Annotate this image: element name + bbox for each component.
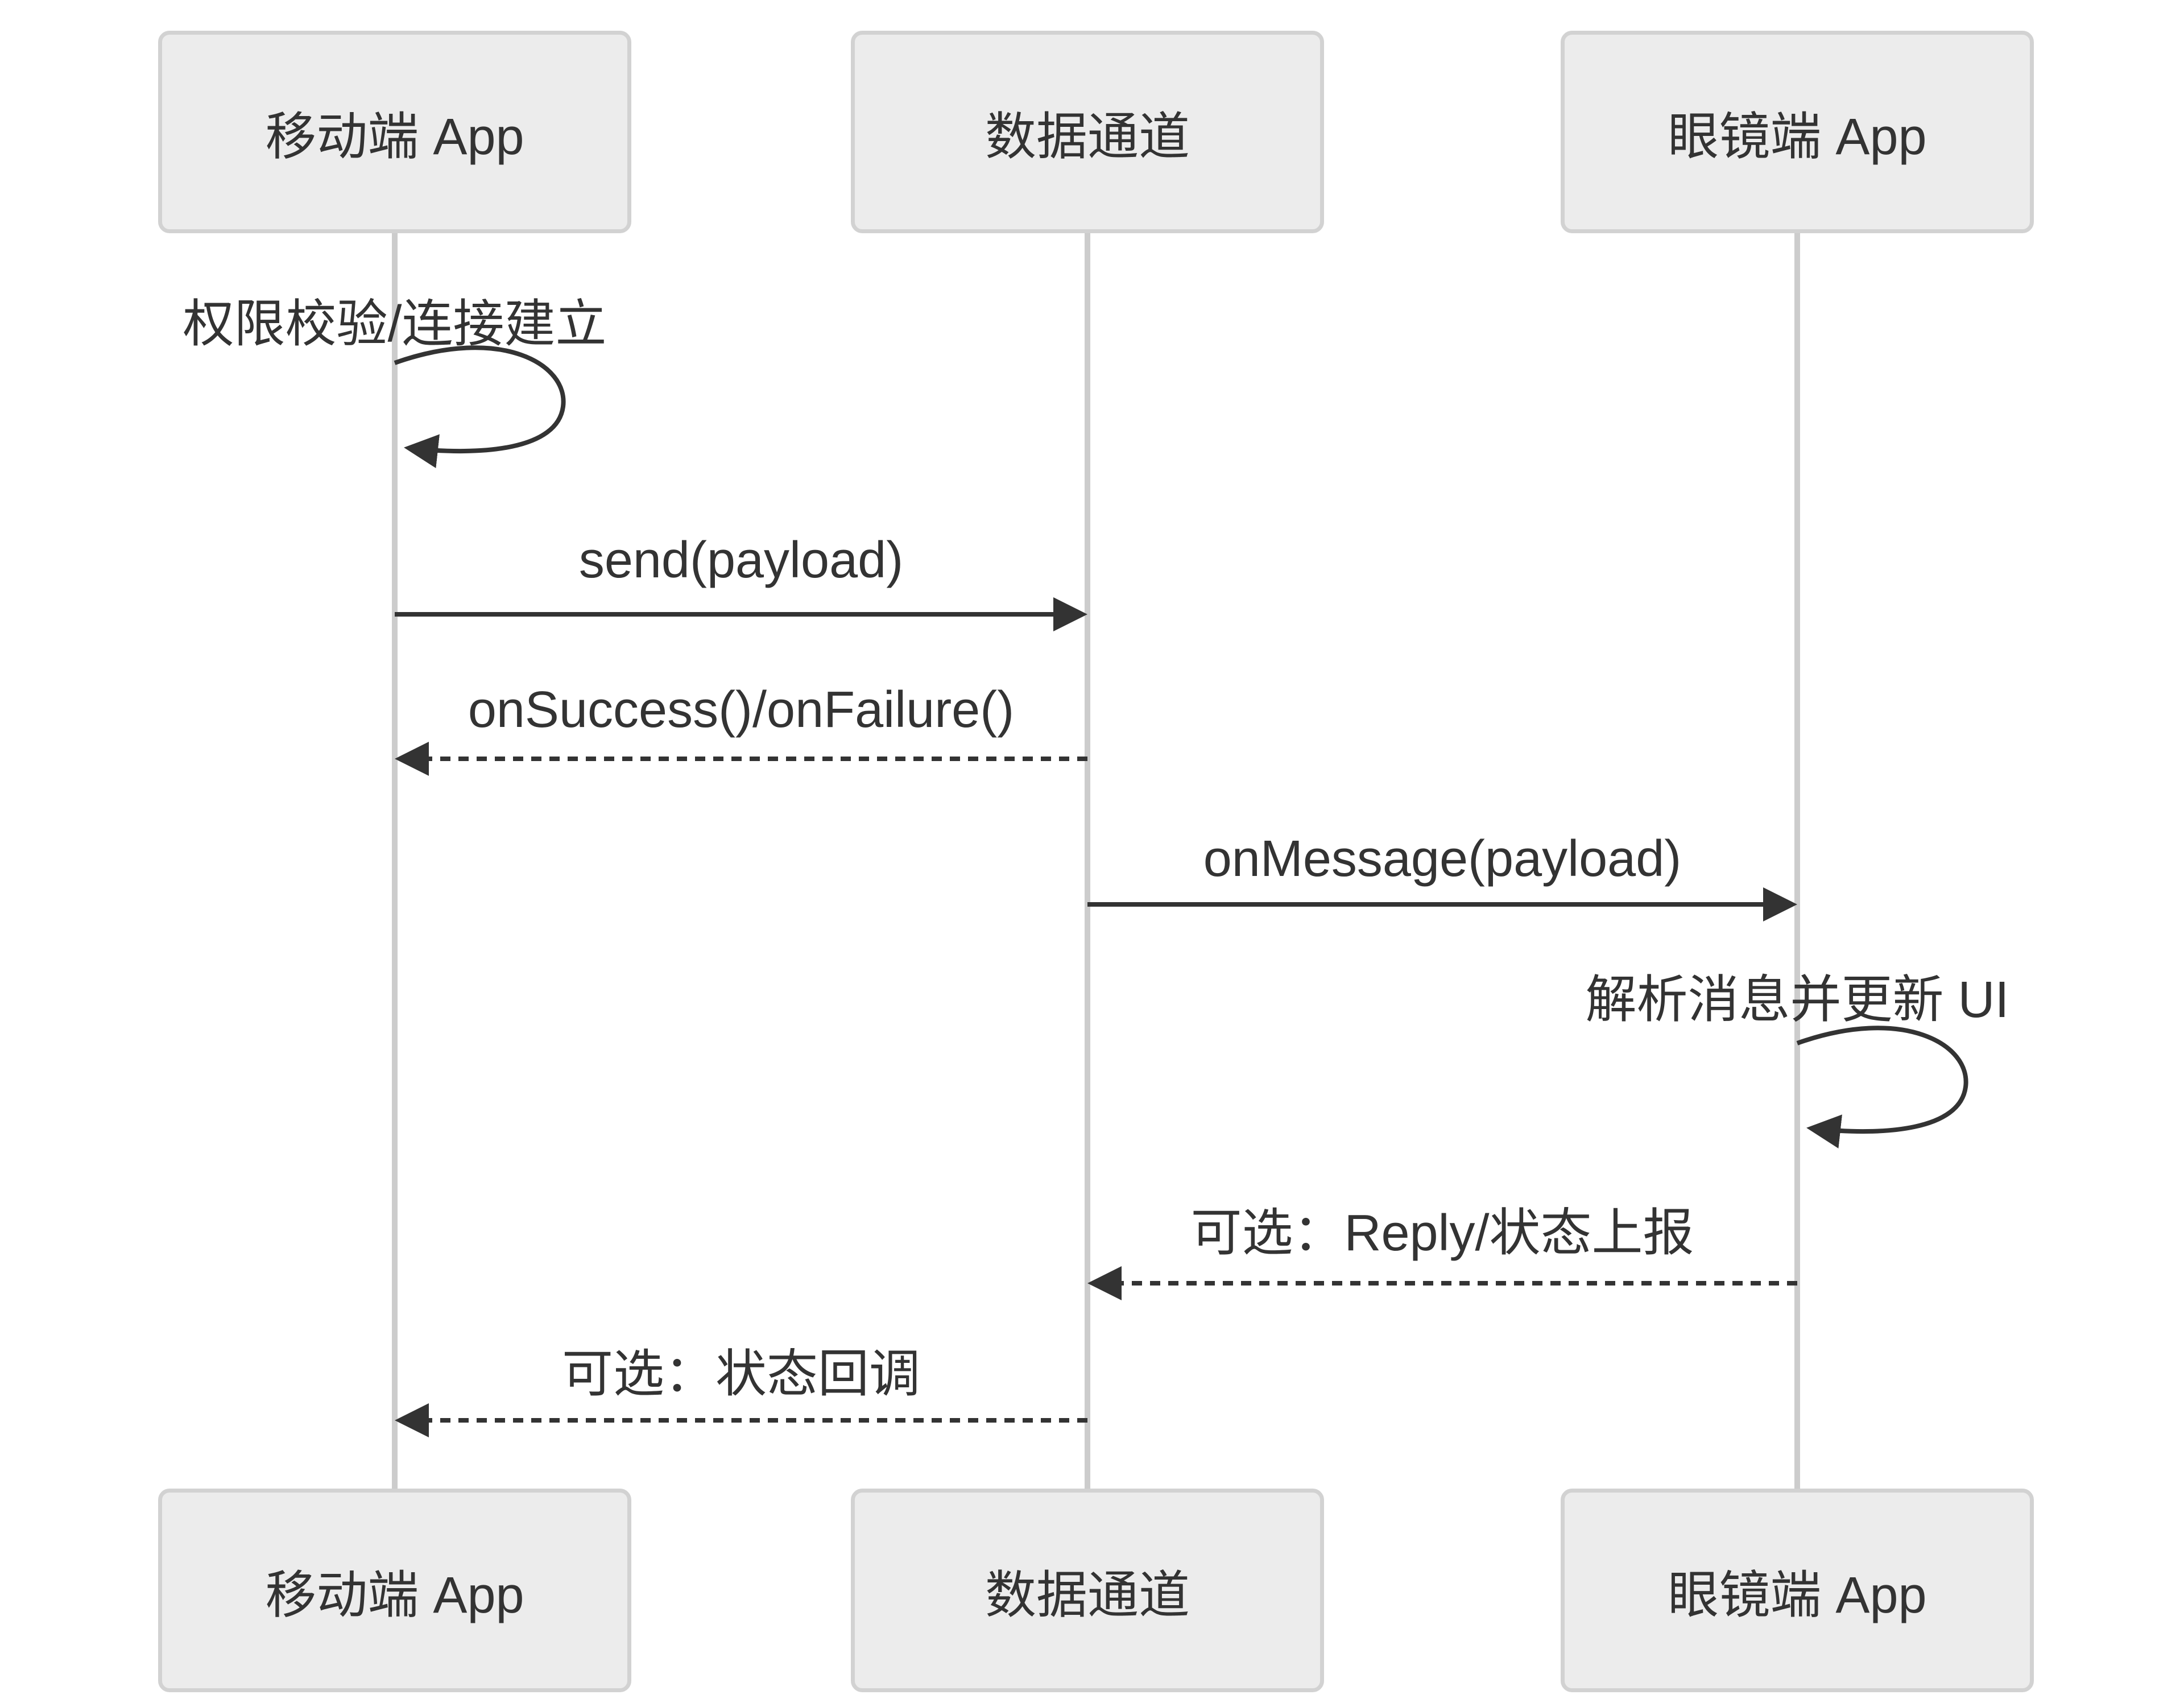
- actor-channel-top: 数据通道: [851, 31, 1324, 233]
- actor-mobile-bottom: 移动端 App: [158, 1489, 631, 1692]
- self-loop-label-parse-update-ui: 解析消息并更新 UI: [1585, 972, 2009, 1028]
- message-label-reply-status-report: 可选：Reply/状态上报: [1190, 1205, 1694, 1262]
- actor-channel-bottom: 数据通道: [851, 1489, 1324, 1692]
- self-loop-glasses-arrow: [1796, 1026, 1968, 1149]
- actor-mobile-top: 移动端 App: [158, 31, 631, 233]
- self-loop-label-permission-check: 权限校验/连接建立: [183, 296, 607, 353]
- actor-glasses-top-label: 眼镜端 App: [1668, 109, 1927, 166]
- actor-glasses-bottom: 眼镜端 App: [1561, 1489, 2034, 1692]
- self-loop-mobile-arrow: [394, 345, 566, 469]
- actor-mobile-top-label: 移动端 App: [265, 109, 524, 166]
- actor-mobile-bottom-label: 移动端 App: [265, 1567, 524, 1624]
- message-label-onsuccess-onfailure: onSuccess()/onFailure(): [468, 681, 1015, 738]
- message-label-send-payload: send(payload): [578, 532, 904, 589]
- actor-channel-bottom-label: 数据通道: [985, 1567, 1190, 1624]
- actor-glasses-top: 眼镜端 App: [1561, 31, 2034, 233]
- message-label-status-callback: 可选：状态回调: [562, 1346, 920, 1403]
- actor-glasses-bottom-label: 眼镜端 App: [1668, 1567, 1927, 1624]
- message-label-onmessage-payload: onMessage(payload): [1203, 830, 1682, 887]
- actor-channel-top-label: 数据通道: [985, 109, 1190, 166]
